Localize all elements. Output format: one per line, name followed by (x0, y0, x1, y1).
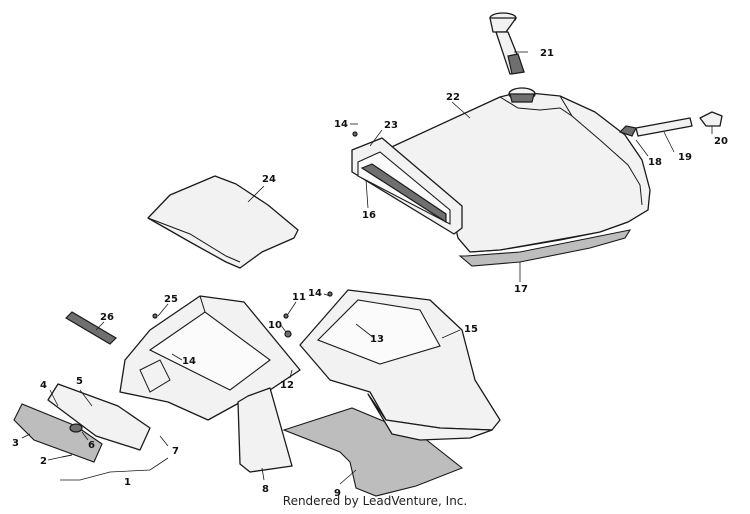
callout-14-mid: 14 (308, 288, 322, 299)
grille-part-3 (13, 403, 103, 463)
callout-23: 23 (384, 120, 398, 131)
callout-2: 2 (40, 456, 47, 467)
callout-16: 16 (362, 210, 376, 221)
headlight-assembly-parts-3-6 (13, 383, 151, 463)
callout-22: 22 (446, 92, 460, 103)
fuel-line-parts-18-20 (618, 111, 723, 137)
console-housing-part-8 (119, 295, 301, 473)
callout-15: 15 (464, 324, 478, 335)
callout-14-top: 14 (334, 119, 348, 130)
tank-bracket-part-23 (351, 137, 463, 235)
callout-5: 5 (76, 376, 83, 387)
callout-14-console: 14 (182, 356, 196, 367)
filler-neck-part-21 (489, 12, 525, 75)
callout-25: 25 (164, 294, 178, 305)
hardware-parts (60, 131, 358, 481)
seat-pan-part-15 (299, 289, 501, 441)
callout-1: 1 (124, 477, 131, 488)
fuel-tank-part-22 (384, 87, 651, 253)
callout-20: 20 (714, 136, 728, 147)
callout-21: 21 (540, 48, 554, 59)
callout-8: 8 (262, 484, 269, 495)
callout-24: 24 (262, 174, 276, 185)
leader-lines (21, 51, 713, 485)
callout-6: 6 (88, 440, 95, 451)
callout-4: 4 (40, 380, 47, 391)
render-credit: Rendered by LeadVenture, Inc. (282, 494, 468, 508)
callout-9: 9 (334, 488, 341, 499)
callout-labels: 21 22 14 23 16 18 19 20 17 24 25 26 11 1… (12, 48, 728, 499)
callout-12: 12 (280, 380, 294, 391)
trim-strip-part-26 (65, 311, 117, 345)
callout-19: 19 (678, 152, 692, 163)
callout-18: 18 (648, 157, 662, 168)
callout-10: 10 (268, 320, 282, 331)
callout-13: 13 (370, 334, 384, 345)
callout-17: 17 (514, 284, 528, 295)
callout-26: 26 (100, 312, 114, 323)
hood-panel-part-24 (147, 175, 299, 269)
callout-3: 3 (12, 438, 19, 449)
tank-pad-part-17 (458, 229, 632, 267)
callout-11: 11 (292, 292, 306, 303)
callout-7: 7 (172, 446, 179, 457)
